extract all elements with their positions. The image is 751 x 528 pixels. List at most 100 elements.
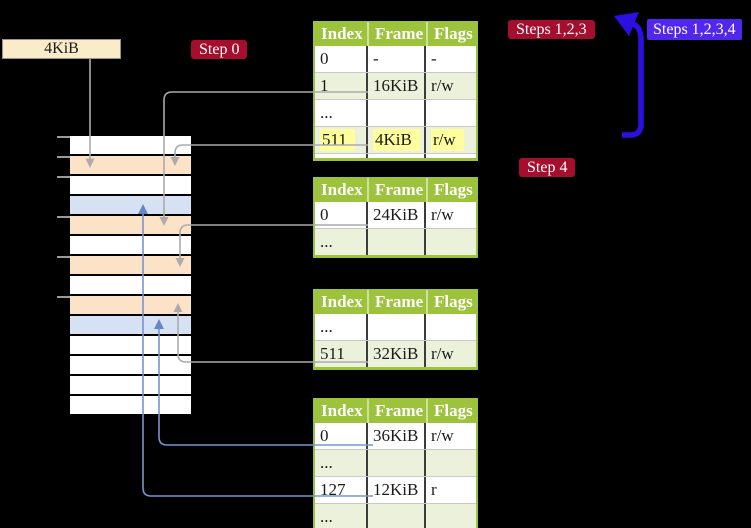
memory-tick bbox=[57, 256, 70, 258]
clipped-table-row bbox=[315, 153, 476, 158]
memory-tick bbox=[57, 176, 70, 178]
table-cell: 12KiB bbox=[368, 477, 426, 503]
highlighted-value: 4KiB bbox=[373, 129, 420, 151]
table-cell: r/w bbox=[431, 205, 454, 224]
table-cell: r bbox=[431, 480, 437, 499]
table-row: 0-- bbox=[315, 46, 476, 72]
memory-tick bbox=[57, 156, 70, 158]
table-row: ... bbox=[315, 503, 476, 528]
table-cell: r/w bbox=[426, 127, 476, 153]
arrow-loop-steps-blue bbox=[614, 12, 644, 138]
memory-frame-row bbox=[70, 316, 191, 334]
table-cell bbox=[315, 154, 368, 158]
column-header: Flags bbox=[434, 401, 473, 420]
column-header: Index bbox=[315, 22, 369, 46]
memory-frame-row bbox=[70, 396, 191, 414]
table-cell: r/w bbox=[431, 426, 454, 445]
table-cell bbox=[368, 314, 426, 340]
table-cell bbox=[426, 100, 476, 126]
table-row: ... bbox=[315, 99, 476, 126]
memory-frame-row bbox=[70, 136, 191, 154]
column-header: Frame bbox=[369, 22, 428, 46]
memory-frame-row bbox=[70, 236, 191, 254]
table-cell bbox=[368, 100, 426, 126]
memory-frame-row bbox=[70, 356, 191, 374]
table-cell bbox=[426, 229, 476, 255]
table-cell bbox=[368, 450, 426, 476]
table-cell: r/w bbox=[431, 76, 454, 95]
column-header: Frame bbox=[369, 178, 428, 202]
table-cell: 0 bbox=[315, 423, 368, 449]
label-steps-1234: Steps 1,2,3,4 bbox=[647, 19, 742, 40]
table-cell bbox=[426, 450, 476, 476]
column-header: Index bbox=[315, 178, 369, 202]
column-header: Frame bbox=[369, 399, 428, 423]
label-step-0: Step 0 bbox=[191, 40, 248, 59]
column-header: Flags bbox=[434, 292, 473, 311]
memory-frame-row bbox=[70, 256, 191, 274]
table-cell: 511 bbox=[315, 341, 368, 367]
table-cell: r/w bbox=[431, 344, 454, 363]
table-cell bbox=[368, 504, 426, 528]
memory-tick bbox=[57, 216, 70, 218]
table-cell: 127 bbox=[315, 477, 368, 503]
table-cell: ... bbox=[315, 314, 368, 340]
table-cell: ... bbox=[315, 229, 368, 255]
memory-frame-row bbox=[70, 176, 191, 194]
table-row: ... bbox=[315, 314, 476, 340]
memory-tick bbox=[57, 136, 70, 138]
memory-frame-row bbox=[70, 296, 191, 314]
table-cell: 24KiB bbox=[368, 202, 426, 228]
label-steps-123: Steps 1,2,3 bbox=[508, 20, 595, 39]
memory-frame-row bbox=[70, 216, 191, 234]
table-row: ... bbox=[315, 228, 476, 255]
table-cell bbox=[368, 229, 426, 255]
table-cell bbox=[426, 504, 476, 528]
table-cell: 0 bbox=[315, 202, 368, 228]
table-cell: - bbox=[431, 49, 437, 68]
memory-tick bbox=[57, 296, 70, 298]
table-cell bbox=[368, 154, 426, 158]
table-cell: 1 bbox=[315, 73, 368, 99]
table-cell: ... bbox=[315, 100, 368, 126]
page-size-box: 4KiB bbox=[2, 39, 121, 59]
column-header: Index bbox=[315, 399, 369, 423]
arrow-loop-black-segment bbox=[483, 130, 622, 140]
memory-frame-row bbox=[70, 196, 191, 214]
column-header: Index bbox=[315, 290, 369, 314]
table-cell: 32KiB bbox=[368, 341, 426, 367]
table-cell: 0 bbox=[315, 46, 368, 72]
memory-frame-row bbox=[70, 276, 191, 294]
column-header: Flags bbox=[434, 180, 473, 199]
table-cell: ... bbox=[315, 504, 368, 528]
table-cell: - bbox=[368, 46, 426, 72]
table-cell: 511 bbox=[315, 127, 368, 153]
table-cell bbox=[426, 154, 476, 158]
column-header: Flags bbox=[434, 24, 473, 43]
table-cell: 16KiB bbox=[368, 73, 426, 99]
memory-frame-row bbox=[70, 336, 191, 354]
table-cell: ... bbox=[315, 450, 368, 476]
column-header: Frame bbox=[369, 290, 428, 314]
highlighted-value: r/w bbox=[431, 129, 464, 151]
label-step-4: Step 4 bbox=[519, 158, 576, 177]
memory-frame-row bbox=[70, 156, 191, 174]
table-row: ... bbox=[315, 449, 476, 476]
memory-frame-row bbox=[70, 376, 191, 394]
table-cell: 36KiB bbox=[368, 423, 426, 449]
physical-memory-column bbox=[70, 136, 191, 416]
